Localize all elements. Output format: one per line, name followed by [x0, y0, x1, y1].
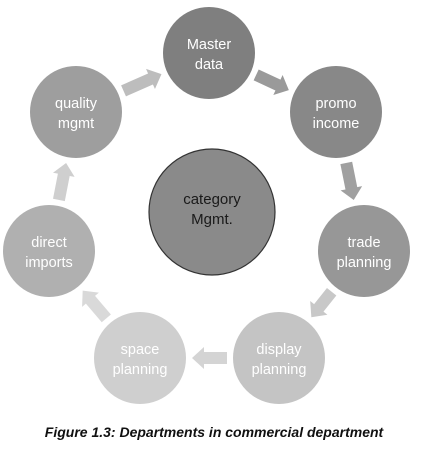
node-label-line1: direct — [31, 235, 66, 251]
flow-arrow-2 — [340, 161, 363, 201]
node-circle — [30, 66, 122, 158]
center-node: category Mgmt. — [148, 148, 276, 276]
node-circle — [163, 7, 255, 99]
nodes-layer: Masterdatapromoincometradeplanningdispla… — [3, 7, 410, 404]
arrows-layer — [52, 68, 363, 369]
node-label-line1: Master — [187, 37, 231, 53]
node-label-line1: display — [256, 342, 302, 358]
node-master-data: Master data — [163, 7, 255, 99]
node-label-line2: mgmt — [58, 116, 94, 132]
node-label-line1: quality — [55, 96, 98, 112]
node-label-line2: planning — [252, 362, 307, 378]
node-label-line2: imports — [25, 255, 73, 271]
center-label-line2: Mgmt. — [191, 211, 233, 228]
flow-arrow-3 — [310, 287, 337, 318]
node-circle — [290, 66, 382, 158]
node-space-planning: space planning — [94, 312, 186, 404]
node-promo-income: promo income — [290, 66, 382, 158]
figure-caption: Figure 1.3: Departments in commercial de… — [44, 424, 384, 440]
node-label-line1: promo — [315, 96, 356, 112]
department-cycle-diagram: category Mgmt. Master data promo income trad… — [3, 7, 410, 404]
flow-arrow-1 — [253, 69, 289, 96]
flow-arrow-5 — [82, 290, 111, 323]
node-circle — [233, 312, 325, 404]
node-label-line2: planning — [113, 362, 168, 378]
node-display-planning: display planning — [233, 312, 325, 404]
flow-arrow-7 — [121, 68, 162, 97]
center-circle — [148, 148, 276, 276]
center-label-line1: category — [183, 191, 241, 208]
flow-arrow-4 — [192, 347, 227, 369]
node-trade-planning: trade planning — [318, 205, 410, 297]
node-label-line1: space — [121, 342, 160, 358]
node-direct-imports: direct imports — [3, 205, 95, 297]
node-label-line2: data — [195, 57, 224, 73]
node-quality-mgmt: quality mgmt — [30, 66, 122, 158]
node-label-line2: planning — [337, 255, 392, 271]
node-circle — [318, 205, 410, 297]
node-circle — [94, 312, 186, 404]
node-label-line1: trade — [347, 235, 380, 251]
node-label-line2: income — [313, 116, 360, 132]
flow-arrow-6 — [52, 163, 75, 202]
node-circle — [3, 205, 95, 297]
